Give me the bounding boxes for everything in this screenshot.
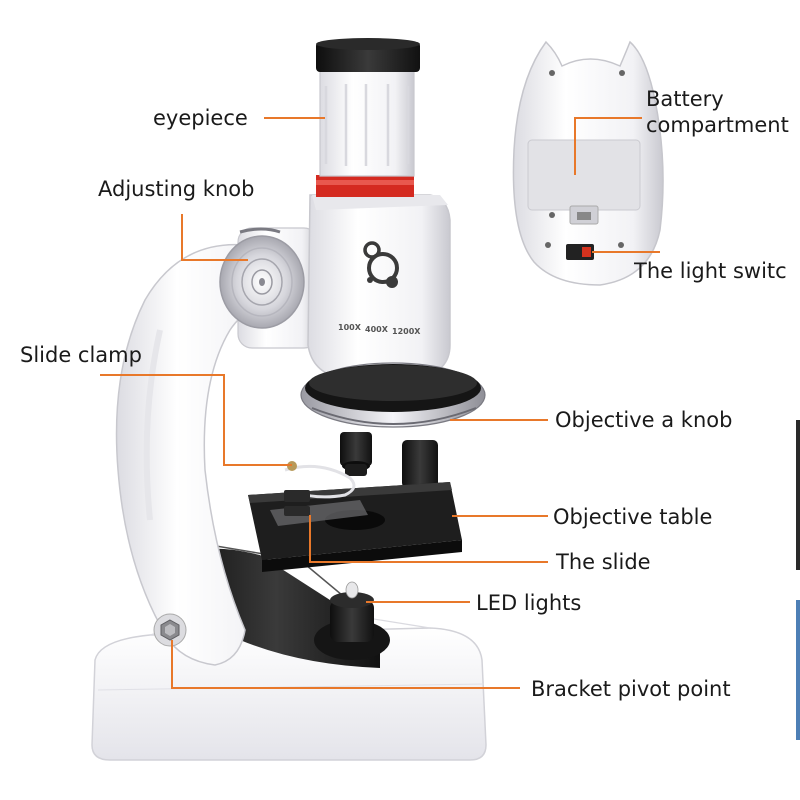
objective-turret: EEEEEE [300,362,486,442]
label-battery-compartment: Battery compartment [646,86,789,139]
light-switch-graphic [566,244,594,260]
adjusting-knob-graphic [219,227,319,349]
leader-lines [100,117,660,689]
mag-mark-400x: 400X [365,325,389,334]
label-eyepiece: eyepiece [153,106,248,130]
pivot-bolt [153,613,187,647]
mag-mark-1200x: 1200X [392,327,421,336]
label-bracket-pivot: Bracket pivot point [531,677,731,701]
label-battery-line1: Battery [646,87,724,111]
mag-mark-100x: 100X [338,323,362,332]
label-objective-knob: Objective a knob [555,408,733,432]
label-slide-clamp: Slide clamp [20,343,142,367]
leader-bracket-pivot [171,640,520,689]
label-led-lights: LED lights [476,591,582,615]
leader-adjusting-knob [181,214,248,261]
battery-compartment-graphic [512,40,664,286]
microscope-head: 100X 400X 1200X [307,194,451,379]
slide-glass [270,500,368,526]
edge-strip-dark [796,420,800,570]
label-battery-line2: compartment [646,113,789,138]
slide-clamp-graphic [284,464,356,499]
leader-battery [574,117,642,175]
leader-the-slide [309,515,548,563]
objective-table-graphic [248,461,462,572]
label-objective-table: Objective table [553,505,713,529]
label-the-slide: The slide [556,550,651,574]
edge-strip-blue [796,600,800,740]
label-adjusting-knob: Adjusting knob [98,177,255,201]
led-light [314,581,390,660]
eyepiece-graphic [316,38,420,197]
label-light-switch: The light switc [634,259,787,283]
brand-logo [363,241,399,288]
leader-slide-clamp [100,374,292,466]
